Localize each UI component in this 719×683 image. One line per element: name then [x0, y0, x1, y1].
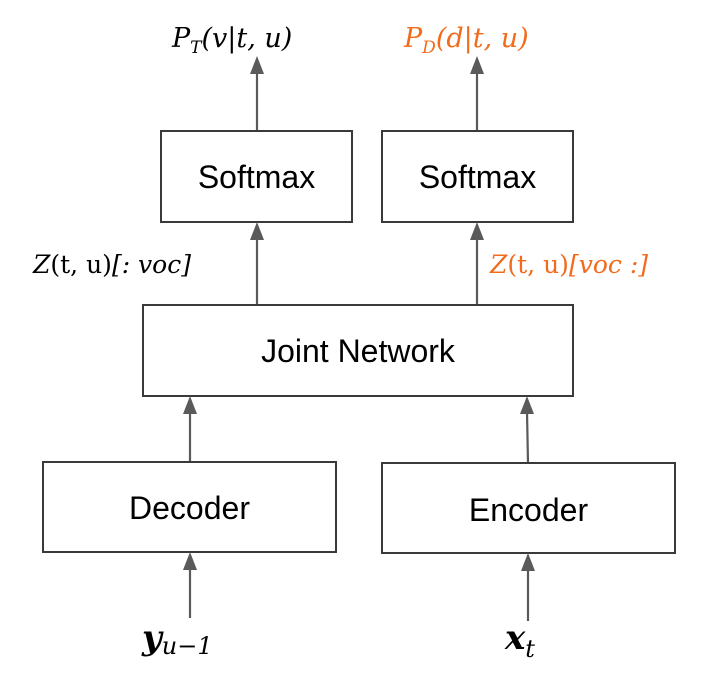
arrow-decoder-to-joint [183, 396, 197, 462]
softmax-left-box: Softmax [160, 130, 353, 223]
softmax-right-label: Softmax [419, 159, 536, 195]
joint-output-label-left: Z(t, u)[: voc] [32, 250, 191, 279]
arrow-softmax-left-to-output [250, 56, 264, 131]
pd-p: P [403, 23, 423, 54]
arrow-input-to-encoder [521, 553, 535, 621]
pt-args: (v|t, u) [202, 23, 293, 54]
arrow-joint-to-softmax-left [250, 222, 264, 305]
decoder-input-label: yu−1 [141, 618, 213, 660]
encoder-input-label: xt [504, 618, 535, 663]
arrow-input-to-decoder [183, 552, 197, 618]
output-label-pt: PT(v|t, u) [171, 23, 292, 58]
pd-sub: D [421, 38, 436, 58]
softmax-left-label: Softmax [198, 159, 315, 195]
decoder-box: Decoder [42, 461, 337, 553]
joint-network-box: Joint Network [142, 304, 574, 397]
arrow-encoder-to-joint [520, 396, 534, 464]
output-label-pd: PD(d|t, u) [403, 23, 529, 58]
encoder-label: Encoder [469, 492, 589, 528]
joint-output-label-right: Z(t, u)[voc :] [489, 250, 648, 279]
pd-args: (d|t, u) [436, 23, 529, 54]
joint-network-label: Joint Network [261, 333, 456, 369]
pt-p: P [171, 23, 191, 54]
arrow-softmax-right-to-output [470, 56, 484, 131]
decoder-label: Decoder [129, 490, 250, 526]
encoder-box: Encoder [381, 462, 676, 554]
pt-sub: T [190, 38, 203, 58]
softmax-right-box: Softmax [381, 130, 574, 223]
arrow-joint-to-softmax-right [470, 222, 484, 305]
